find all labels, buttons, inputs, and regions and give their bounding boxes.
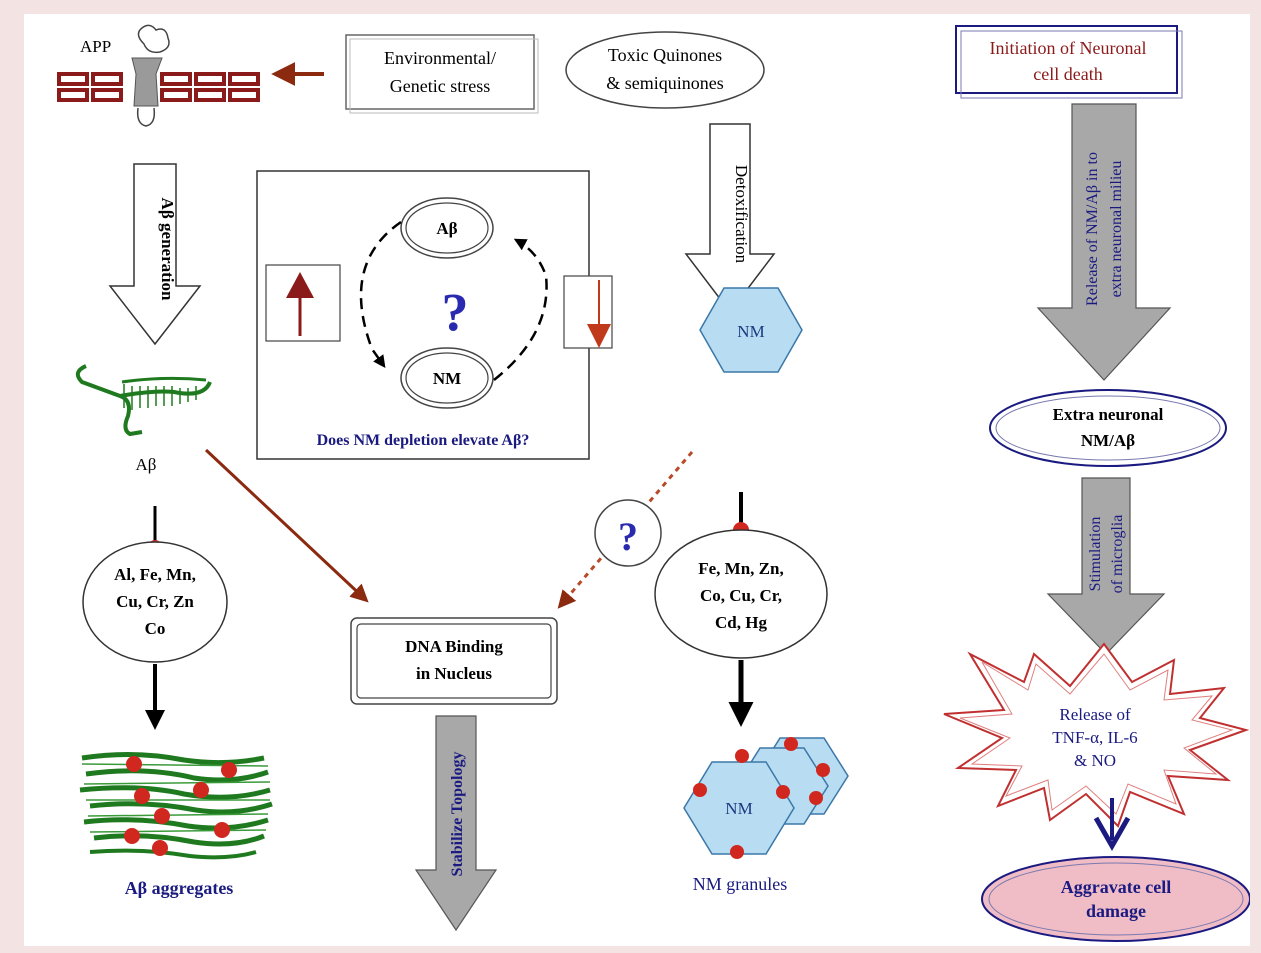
toxic-quinones-ellipse: Toxic Quinones & semiquinones [565, 31, 765, 109]
up-arrow-box [265, 264, 341, 342]
release-line2: extra neuronal milieu [1108, 161, 1125, 298]
ab-fibril-illustration: Aβ [75, 364, 212, 474]
extra-line2: NM/Aβ [1081, 431, 1135, 450]
stim-line2: of microglia [1109, 515, 1126, 594]
inset-ab-ellipse: Aβ [400, 197, 494, 259]
toxic-line2: & semiquinones [606, 73, 724, 93]
inset-nm-label: NM [433, 369, 461, 388]
env-stress-line2: Genetic stress [390, 76, 490, 96]
right-metals-ellipse: Fe, Mn, Zn, Co, Cu, Cr, Cd, Hg [654, 529, 828, 659]
navy-down-arrow [1093, 798, 1131, 852]
stimulation-grey-arrow: Stimulation of microglia [1046, 477, 1166, 655]
ab-fibril-label: Aβ [136, 455, 157, 474]
ab-aggregates-label: Aβ aggregates [125, 878, 234, 898]
right-metals-line3: Cd, Hg [715, 613, 767, 632]
tnf-line3: & NO [1074, 751, 1116, 770]
pathway-diagram: APP [57, 24, 1250, 942]
nm-hex-label: NM [737, 322, 764, 341]
toxic-line1: Toxic Quinones [608, 45, 722, 65]
middle-question-mark: ? [618, 514, 638, 559]
detoxification-arrow: Detoxification [684, 123, 776, 314]
nm-granules-label: NM granules [693, 874, 787, 894]
middle-question-circle: ? [594, 499, 662, 567]
initiation-box: Initiation of Neuronal cell death [955, 25, 1183, 99]
dna-line1: DNA Binding [405, 637, 503, 656]
stim-line1: Stimulation [1087, 517, 1104, 592]
ab-generation-arrow: Aβ generation [108, 163, 202, 346]
ab-aggregates-illustration [79, 751, 273, 860]
down-arrow-box [563, 275, 613, 349]
right-metals-line2: Co, Cu, Cr, [700, 586, 782, 605]
release-grey-arrow: Release of NM/Aβ in to extra neuronal mi… [1036, 103, 1172, 381]
membrane-icon [57, 72, 260, 102]
environmental-stress-box: Environmental/ Genetic stress [345, 34, 539, 114]
app-membrane-illustration: APP [57, 24, 260, 127]
diagram-canvas: APP [24, 14, 1250, 946]
detoxification-label: Detoxification [732, 165, 751, 264]
cycle-arrow-left [359, 220, 402, 369]
dna-binding-box: DNA Binding in Nucleus [350, 617, 558, 705]
cytokine-burst: Release of TNF-α, IL-6 & NO [943, 642, 1250, 828]
up-arrow-icon [286, 272, 314, 298]
nm-hexagon: NM [699, 287, 803, 373]
left-metals-line3: Co [145, 619, 166, 638]
right-metals-line1: Fe, Mn, Zn, [698, 559, 783, 578]
stabilize-topology-arrow: Stabilize Topology [414, 715, 498, 932]
app-label: APP [80, 37, 111, 56]
extra-neuronal-ellipse: Extra neuronal NM/Aβ [989, 389, 1227, 467]
init-line2: cell death [1033, 64, 1102, 84]
inset-ab-label: Aβ [436, 219, 457, 238]
tnf-line1: Release of [1059, 705, 1131, 724]
inset-question-box: Aβ NM ? Does NM depletion elevate Aβ? [256, 170, 613, 460]
stabilize-label: Stabilize Topology [449, 752, 466, 877]
inset-caption: Does NM depletion elevate Aβ? [317, 432, 530, 449]
cycle-arrow-right [493, 238, 548, 381]
env-stress-line1: Environmental/ [384, 48, 496, 68]
tnf-line2: TNF-α, IL-6 [1052, 728, 1137, 747]
inset-question-mark: ? [442, 282, 469, 342]
aggravate-line2: damage [1086, 901, 1146, 921]
left-metals-line2: Cu, Cr, Zn [116, 592, 194, 611]
nm-granule-label: NM [725, 799, 752, 818]
init-line1: Initiation of Neuronal [990, 38, 1147, 58]
ab-to-dna-arrow [204, 448, 369, 603]
app-protein-icon [131, 24, 170, 127]
dna-line2: in Nucleus [416, 664, 492, 683]
release-line1: Release of NM/Aβ in to [1084, 152, 1101, 306]
extra-line1: Extra neuronal [1053, 405, 1164, 424]
nm-granules-illustration: NM [683, 737, 849, 859]
aggravate-ellipse: Aggravate cell damage [981, 856, 1250, 942]
aggravate-line1: Aggravate cell [1061, 877, 1171, 897]
left-metals-line1: Al, Fe, Mn, [114, 565, 196, 584]
ab-generation-label: Aβ generation [158, 198, 177, 301]
left-metals-ellipse: Al, Fe, Mn, Cu, Cr, Zn Co [82, 541, 228, 663]
inset-nm-ellipse: NM [400, 347, 494, 409]
down-arrow-icon [587, 324, 611, 348]
